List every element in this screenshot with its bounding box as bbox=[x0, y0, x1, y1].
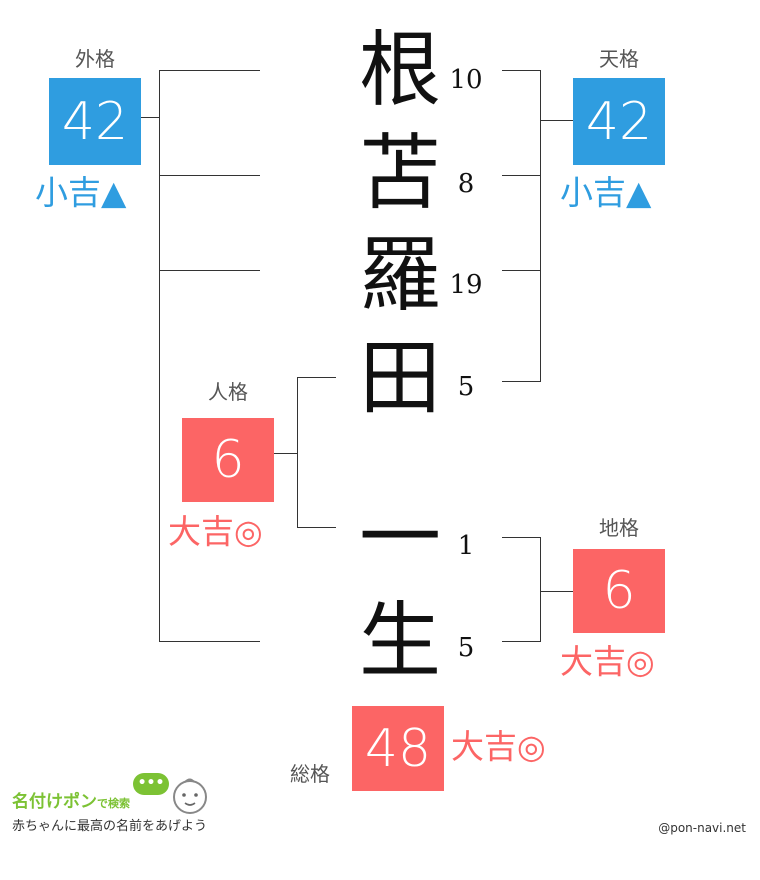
surname-char-4: 田 bbox=[358, 331, 441, 426]
gaikaku-value-box: 42 bbox=[49, 78, 141, 165]
tenkaku-label: 天格 bbox=[599, 47, 639, 71]
soukaku-value-box: 48 bbox=[352, 706, 444, 791]
gaikaku-line-2 bbox=[160, 175, 260, 176]
surname-strokes-4: 5 bbox=[457, 372, 475, 402]
gaikaku-fortune: 小吉▲ bbox=[35, 173, 127, 212]
brand-logo-text: 名付けポンで検索 bbox=[12, 794, 130, 811]
tenkaku-line-2 bbox=[502, 175, 540, 176]
surname-char-3: 羅 bbox=[358, 228, 441, 323]
brand-search-text: で検索 bbox=[97, 797, 130, 810]
surname-strokes-1: 10 bbox=[449, 65, 483, 95]
chikaku-label: 地格 bbox=[599, 516, 639, 540]
given-char-1: 一 bbox=[358, 491, 441, 586]
baby-face-icon bbox=[173, 778, 207, 814]
tenkaku-fortune: 小吉▲ bbox=[560, 173, 652, 212]
tenkaku-line-vertical bbox=[540, 70, 541, 382]
chat-bubble-dots: ••• bbox=[137, 775, 165, 791]
surname-strokes-3: 19 bbox=[449, 270, 483, 300]
chikaku-line-connector bbox=[540, 591, 573, 592]
gaikaku-line-bottom bbox=[160, 641, 260, 642]
gaikaku-label: 外格 bbox=[75, 47, 115, 71]
tenkaku-line-4 bbox=[502, 381, 540, 382]
tenkaku-line-3 bbox=[502, 270, 540, 271]
brand-tagline: 赤ちゃんに最高の名前をあげよう bbox=[12, 819, 208, 834]
jinkaku-line-bottom bbox=[298, 527, 336, 528]
gaikaku-line-connector bbox=[141, 117, 160, 118]
surname-char-2: 苫 bbox=[358, 126, 441, 221]
chikaku-fortune: 大吉◎ bbox=[560, 642, 655, 681]
brand-name: 名付けポン bbox=[12, 792, 97, 812]
chikaku-line-bottom bbox=[502, 641, 540, 642]
jinkaku-label: 人格 bbox=[208, 380, 248, 404]
chikaku-value-box: 6 bbox=[573, 549, 665, 633]
tenkaku-line-connector bbox=[540, 120, 573, 121]
soukaku-label: 総格 bbox=[290, 762, 330, 786]
jinkaku-line-top bbox=[298, 377, 336, 378]
chat-bubble-icon: ••• bbox=[133, 773, 169, 795]
given-strokes-1: 1 bbox=[457, 531, 475, 561]
tenkaku-value-box: 42 bbox=[573, 78, 665, 165]
chikaku-line-vertical bbox=[540, 537, 541, 642]
jinkaku-fortune: 大吉◎ bbox=[168, 512, 263, 551]
soukaku-fortune: 大吉◎ bbox=[451, 727, 546, 766]
jinkaku-line-vertical bbox=[297, 377, 298, 528]
gaikaku-line-top bbox=[160, 70, 260, 71]
chikaku-line-top bbox=[502, 537, 540, 538]
jinkaku-line-connector bbox=[274, 453, 298, 454]
given-char-2: 生 bbox=[358, 594, 441, 689]
gaikaku-line-3 bbox=[160, 270, 260, 271]
surname-char-1: 根 bbox=[358, 23, 441, 118]
site-credit: @pon-navi.net bbox=[658, 821, 746, 835]
tenkaku-line-1 bbox=[502, 70, 540, 71]
gaikaku-line-vertical bbox=[159, 70, 160, 642]
jinkaku-value-box: 6 bbox=[182, 418, 274, 502]
surname-strokes-2: 8 bbox=[457, 169, 475, 199]
given-strokes-2: 5 bbox=[457, 633, 475, 663]
